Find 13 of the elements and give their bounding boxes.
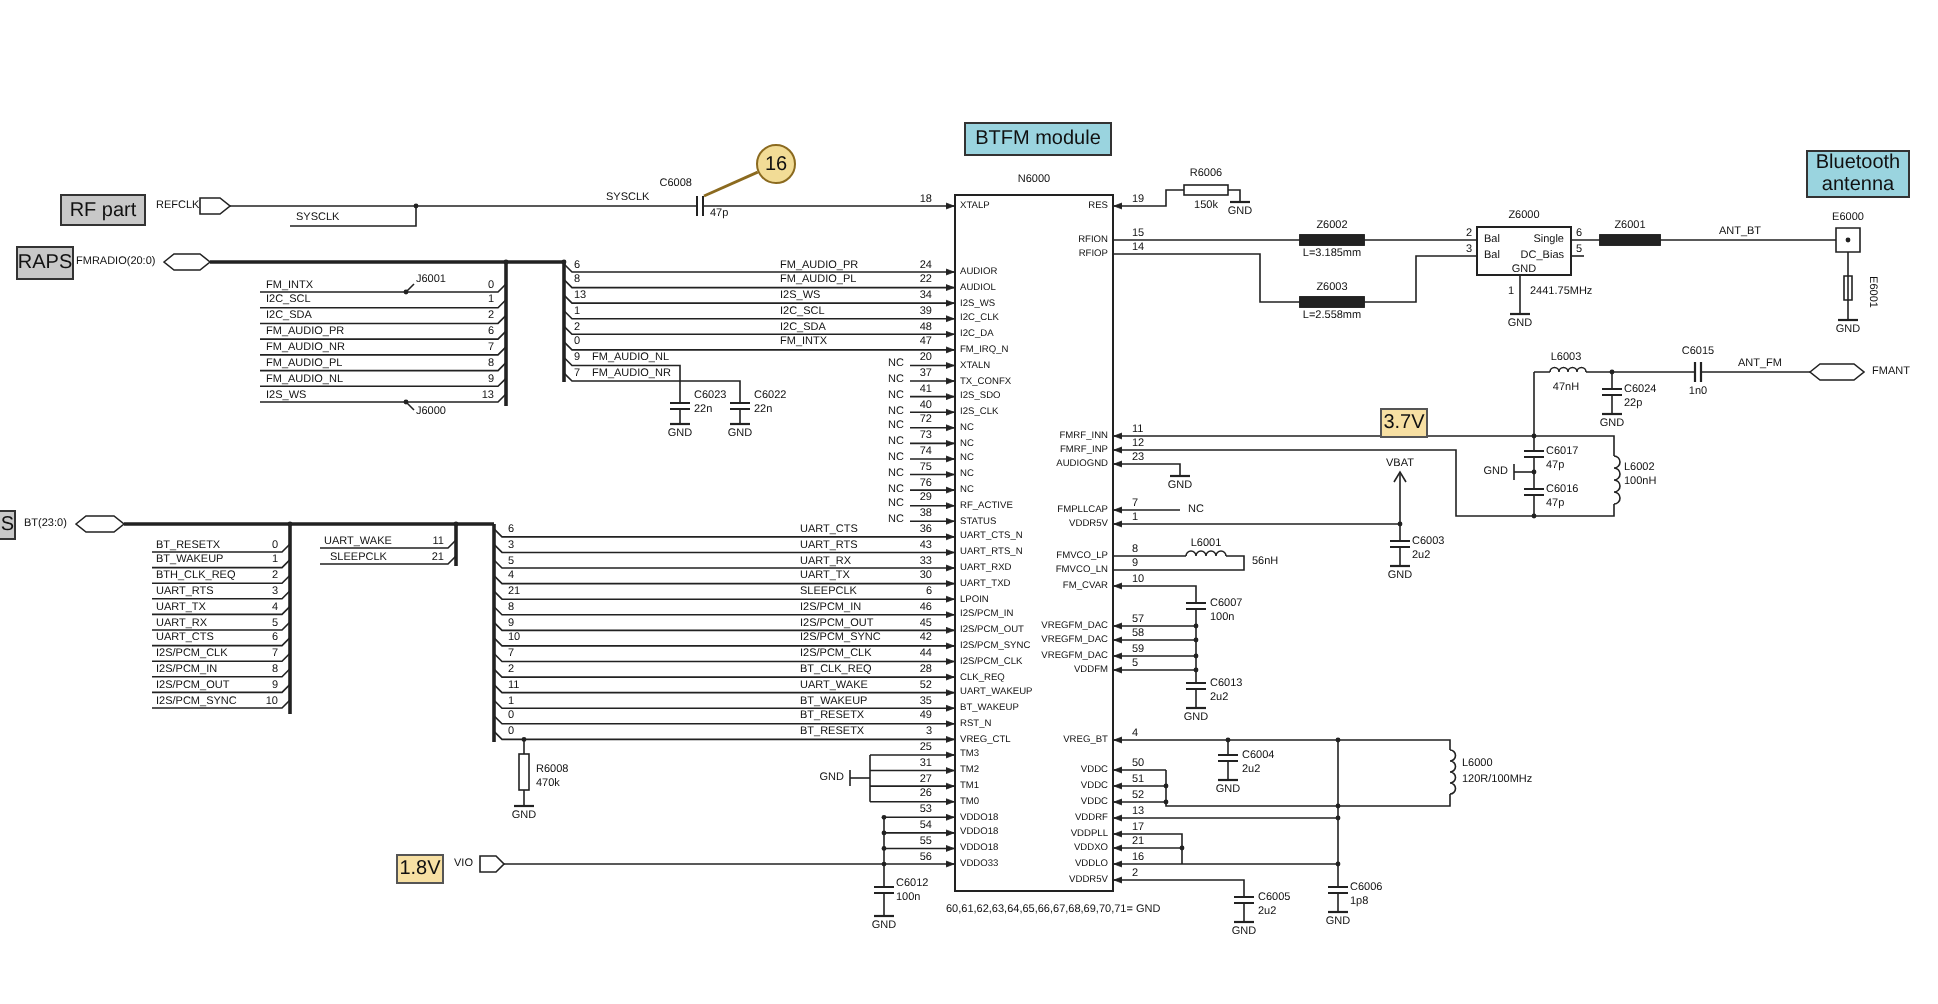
capacitor-symbol — [696, 196, 704, 216]
balun-component — [1476, 226, 1572, 276]
block-label-box: RF part — [60, 194, 146, 226]
voltage-label-box: 3.7V — [1380, 408, 1428, 438]
callout-number: 16 — [756, 144, 796, 184]
block-label-box: RAPS — [16, 246, 74, 280]
voltage-label-box: 1.8V — [396, 854, 444, 884]
block-label-box: S — [0, 510, 16, 540]
antenna-label-box: Bluetooth antenna — [1806, 150, 1910, 198]
wire — [1113, 555, 1245, 571]
ic-chip — [954, 194, 1114, 892]
module-label-box: BTFM module — [964, 122, 1112, 156]
wire — [703, 170, 759, 198]
